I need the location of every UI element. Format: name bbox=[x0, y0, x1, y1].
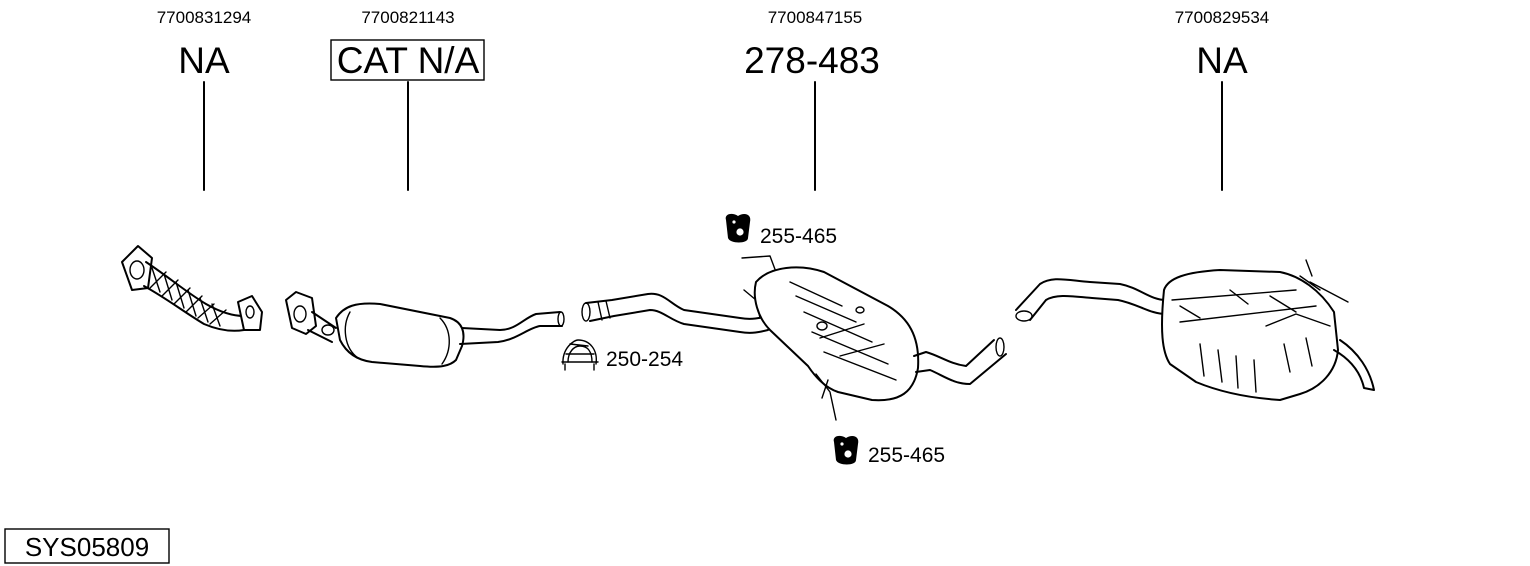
accessory-hanger-lower: 255-465 bbox=[833, 435, 945, 467]
system-code: SYS05809 bbox=[25, 532, 149, 562]
accessory-clamp: 250-254 bbox=[561, 339, 683, 371]
part-oem-number: 7700847155 bbox=[768, 8, 863, 27]
system-code-box bbox=[4, 528, 170, 564]
part-code-box bbox=[330, 39, 485, 81]
system-code-label: SYS05809 bbox=[4, 528, 170, 564]
rear-silencer-drawing bbox=[1015, 259, 1375, 401]
part-code: NA bbox=[1196, 40, 1248, 81]
part-front-pipe: 7700831294 NA bbox=[121, 8, 263, 332]
part-oem-number: 7700829534 bbox=[1175, 8, 1270, 27]
part-oem-number: 7700821143 bbox=[361, 8, 454, 27]
accessory-hanger-upper: 255-465 bbox=[725, 213, 837, 248]
part-code: CAT N/A bbox=[337, 40, 480, 81]
part-oem-number: 7700831294 bbox=[157, 8, 252, 27]
part-catalytic-converter: 7700821143 CAT N/A bbox=[285, 8, 565, 368]
front-pipe-drawing bbox=[121, 245, 263, 332]
middle-silencer-drawing bbox=[581, 255, 1007, 421]
rubber-hanger-icon bbox=[725, 213, 751, 243]
part-rear-silencer: 7700829534 NA bbox=[1015, 8, 1375, 401]
part-code: NA bbox=[178, 40, 230, 81]
accessory-code: 255-465 bbox=[760, 225, 837, 248]
u-clamp-icon bbox=[561, 339, 599, 371]
part-code: 278-483 bbox=[744, 40, 880, 81]
part-middle-silencer: 7700847155 278-483 bbox=[581, 8, 1007, 421]
accessory-code: 255-465 bbox=[868, 444, 945, 467]
rubber-hanger-icon bbox=[833, 435, 859, 465]
accessory-code: 250-254 bbox=[606, 348, 683, 371]
catalytic-converter-drawing bbox=[285, 291, 565, 368]
